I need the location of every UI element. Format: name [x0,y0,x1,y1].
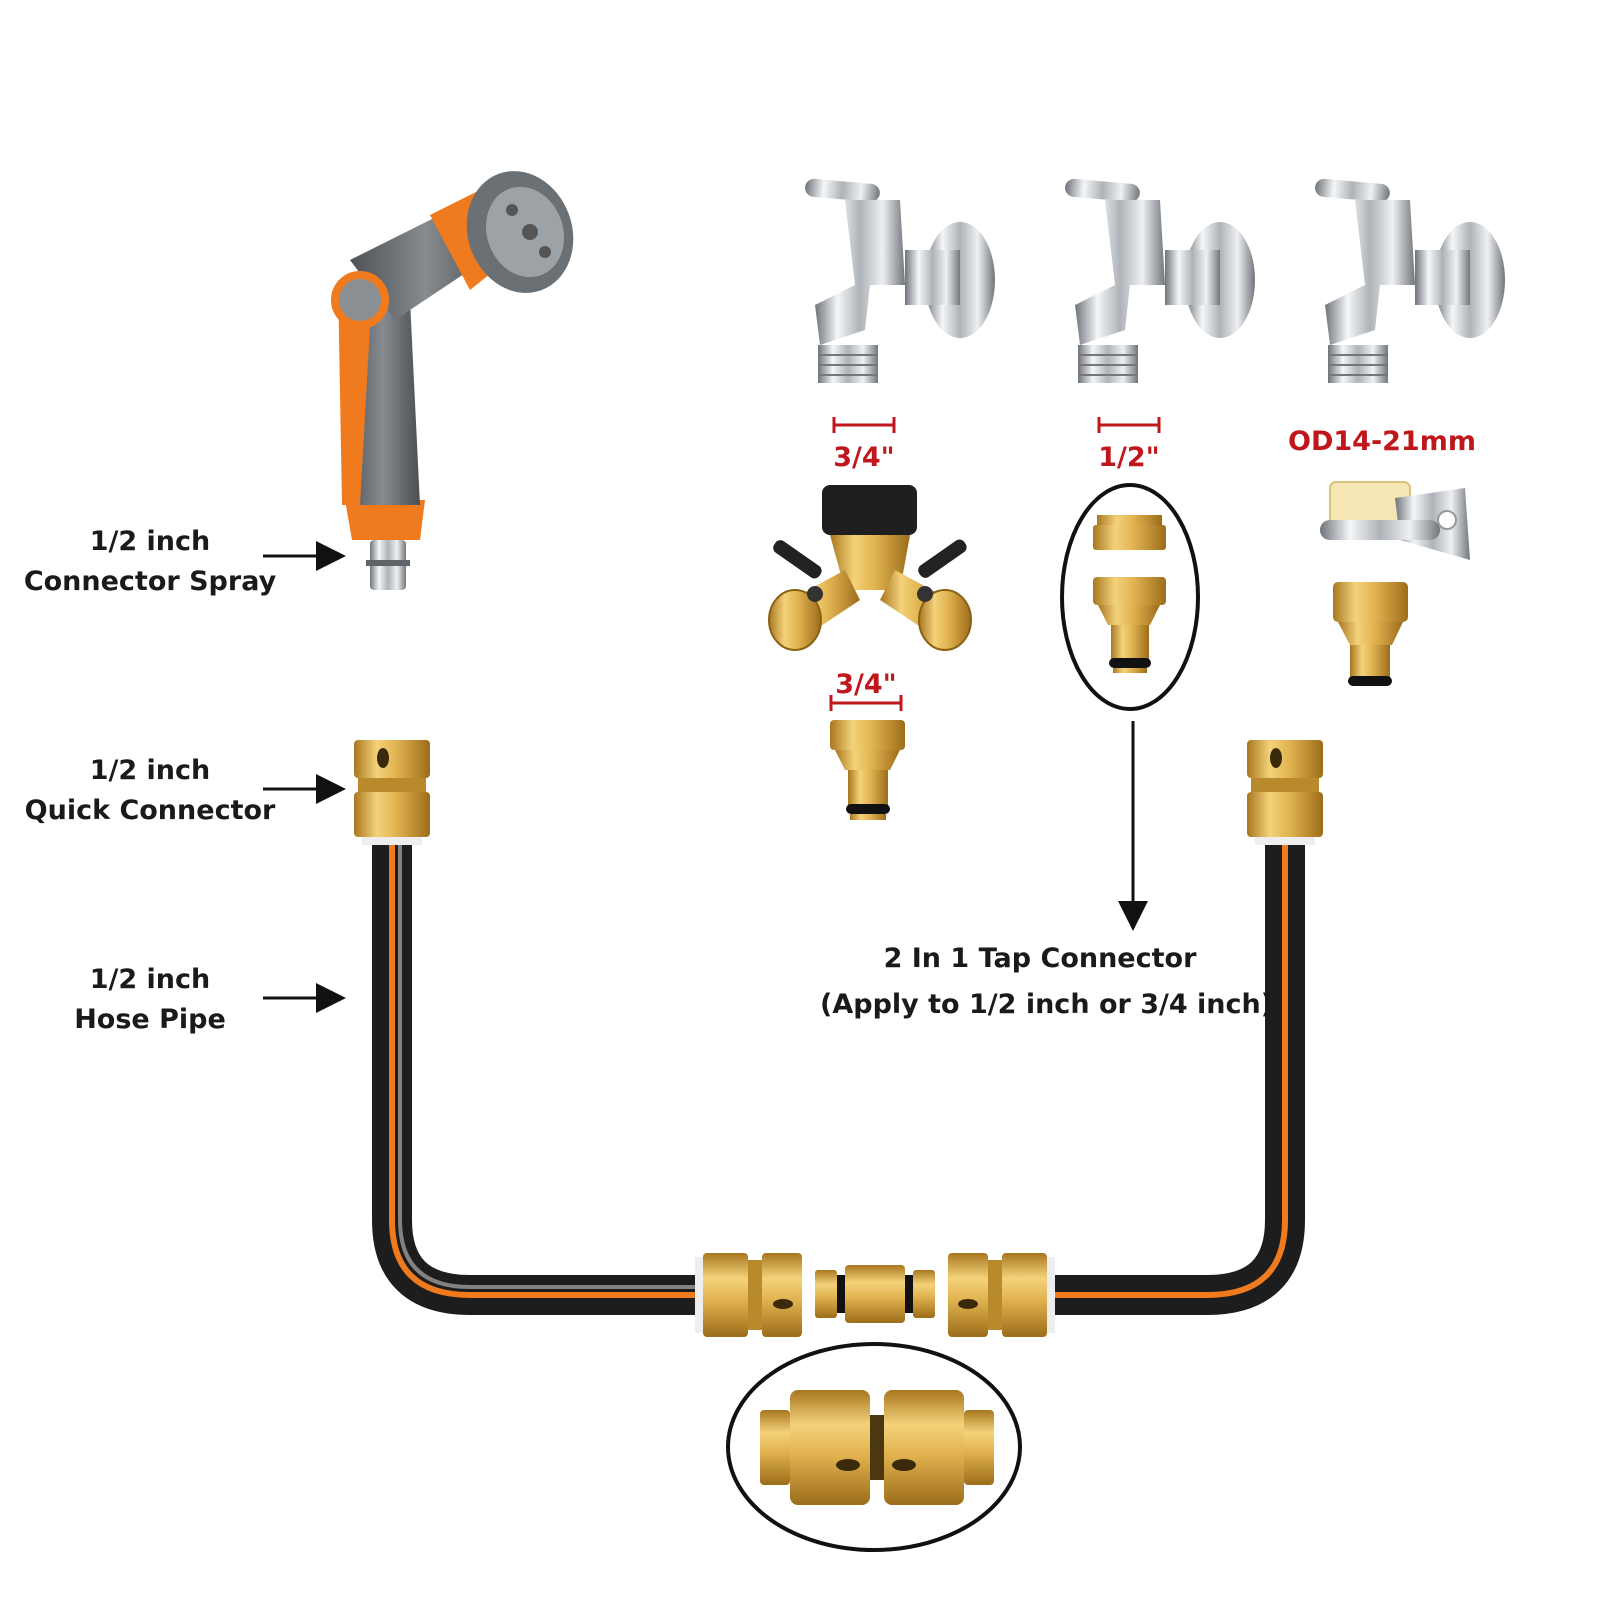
tap3-size-label: OD14-21mm [1288,426,1476,457]
two-in-one-tap-connector-image [1093,515,1166,673]
hose-pipe [372,845,1305,1315]
hose-pipe-label: 1/2 inch Hose Pipe [20,960,280,1040]
quick-connector-image [695,1253,802,1337]
spray-label-line1: 1/2 inch [89,526,211,557]
spray-gun-image [331,171,574,590]
universal-tap-connector-image [1320,481,1470,686]
quick-connector-image [354,740,430,845]
quick-connector-label: 1/2 inch Quick Connector [20,751,280,831]
hose-pipe-label-line2: Hose Pipe [74,1004,226,1035]
tap-icon [1315,178,1505,383]
tap-adapter-image [830,720,905,820]
quick-connector-label-line2: Quick Connector [24,795,276,826]
double-male-connector-image [815,1265,935,1323]
spray-label-line2: Connector Spray [23,566,277,597]
tap1-size-label: 3/4" [833,442,895,473]
tap-connector-label: 2 In 1 Tap Connector (Apply to 1/2 inch … [820,936,1274,1028]
dimension-bracket [829,695,903,711]
tap-connector-label-line1: 2 In 1 Tap Connector [883,943,1197,974]
tap2-size-label: 1/2" [1098,442,1160,473]
quick-connector-label-line1: 1/2 inch [89,755,211,786]
tap-icon [1065,178,1255,383]
y-splitter-valve-image [768,485,972,651]
tap-icon [805,178,995,383]
dimension-bracket [1097,417,1161,433]
adapter-size-label: 3/4" [835,669,897,700]
highlight-ellipse [1060,483,1200,711]
tap-connector-label-line2: (Apply to 1/2 inch or 3/4 inch) [820,989,1274,1020]
connector-detail-image [760,1390,994,1505]
dimension-bracket [832,417,896,433]
hose-pipe-label-line1: 1/2 inch [89,964,211,995]
quick-connector-image [948,1253,1055,1337]
quick-connector-image [1247,740,1323,845]
spray-label: 1/2 inch Connector Spray [20,522,280,602]
